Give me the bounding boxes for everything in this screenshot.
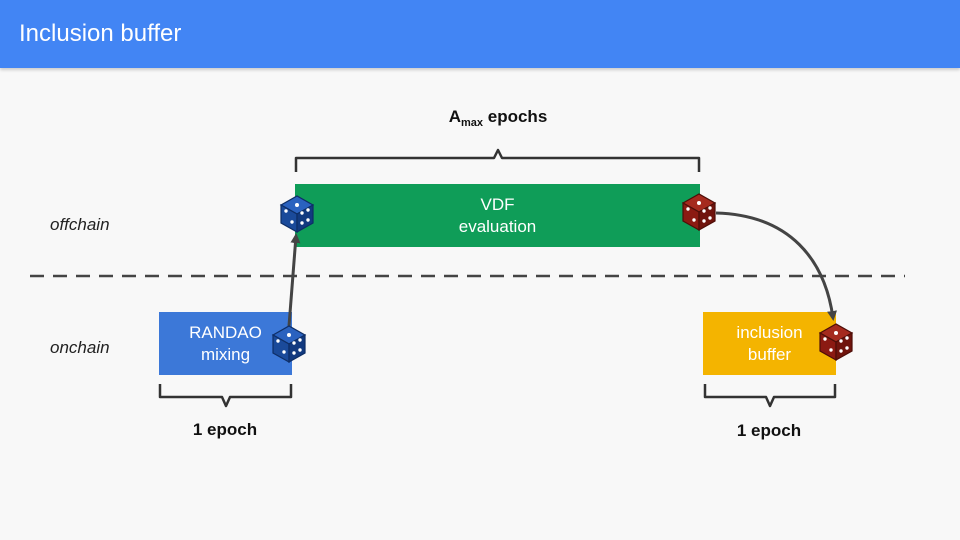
randao-line1: RANDAO (189, 322, 262, 342)
vdf-line2: evaluation (458, 216, 537, 236)
randao-to-vdf-arrow (287, 233, 301, 327)
amax-suffix: epochs (483, 107, 548, 126)
inclusion-line1: inclusion (736, 322, 803, 342)
randao-line2: mixing (200, 344, 251, 364)
red-dice-icon (682, 193, 716, 231)
blue-dice-icon (280, 195, 314, 233)
inclusion-buffer-box: inclusion buffer (703, 312, 836, 375)
header-bar: Inclusion buffer (0, 0, 960, 68)
vdf-to-inclusion-arrow (715, 211, 837, 321)
right-bottom-brace (703, 384, 837, 408)
left-epoch-label: 1 epoch (192, 420, 258, 439)
left-bottom-brace (158, 384, 293, 408)
amax-subscript: max (461, 117, 484, 129)
blue-dice-icon (272, 325, 306, 363)
page-title: Inclusion buffer (19, 20, 182, 47)
randao-mixing-box: RANDAO mixing (159, 312, 292, 375)
onchain-label: onchain (50, 338, 110, 357)
inclusion-line2: buffer (747, 344, 792, 364)
red-dice-icon (819, 323, 853, 361)
vdf-evaluation-box: VDF evaluation (295, 184, 700, 247)
amax-epochs-label: Amax epochs (398, 107, 598, 129)
amax-base: A (448, 107, 461, 126)
right-epoch-label: 1 epoch (736, 421, 802, 440)
top-brace (294, 148, 701, 172)
vdf-line1: VDF (480, 194, 515, 214)
offchain-label: offchain (50, 215, 110, 234)
